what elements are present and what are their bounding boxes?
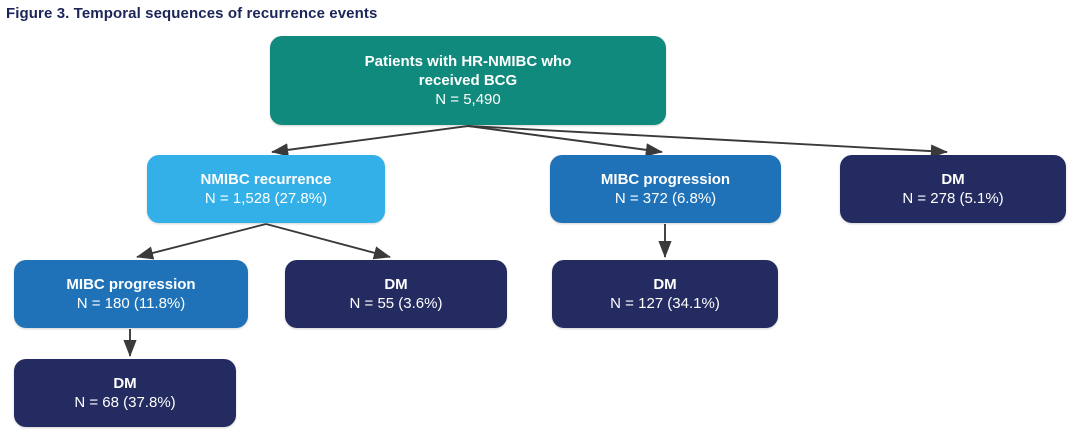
node-dm-after-recurrence[interactable]: DM N = 55 (3.6%): [285, 260, 507, 328]
node-count: N = 55 (3.6%): [349, 295, 443, 312]
node-count: N = 278 (5.1%): [902, 190, 1004, 207]
figure-title: Figure 3. Temporal sequences of recurren…: [6, 5, 378, 22]
node-count: N = 5,490: [435, 91, 501, 109]
node-count: N = 68 (37.8%): [74, 394, 176, 411]
edge-nmibc-recurrence-to-dm: [265, 223, 391, 260]
node-count: N = 180 (11.8%): [76, 295, 186, 312]
node-patients-hr-nmibc-bcg[interactable]: Patients with HR-NMIBC who received BCG …: [270, 36, 666, 125]
edge-root-to-dm-direct: [467, 125, 948, 158]
edge-root-to-mibc-progression: [467, 125, 663, 157]
node-label: NMIBC recurrence: [200, 170, 332, 188]
node-mibc-progression-after-recurrence[interactable]: MIBC progression N = 180 (11.8%): [14, 260, 248, 328]
node-dm-after-progression[interactable]: DM N = 127 (34.1%): [552, 260, 778, 328]
node-dm-after-mibc-progression[interactable]: DM N = 68 (37.8%): [14, 359, 236, 427]
edge-nmibc-recurrence-to-mibc-progression: [136, 223, 267, 260]
node-nmibc-recurrence[interactable]: NMIBC recurrence N = 1,528 (27.8%): [147, 155, 385, 223]
node-label: DM: [113, 374, 137, 392]
node-dm-direct[interactable]: DM N = 278 (5.1%): [840, 155, 1066, 223]
node-label: DM: [653, 275, 677, 293]
node-label: DM: [384, 275, 408, 293]
node-count: N = 372 (6.8%): [614, 190, 717, 207]
node-label-line2: received BCG: [418, 71, 518, 89]
edge-root-to-nmibc-recurrence: [271, 125, 469, 157]
node-count: N = 127 (34.1%): [610, 295, 720, 312]
node-label: DM: [941, 170, 965, 188]
node-count: N = 1,528 (27.8%): [204, 190, 328, 207]
node-label: MIBC progression: [66, 275, 196, 293]
node-mibc-progression[interactable]: MIBC progression N = 372 (6.8%): [550, 155, 781, 223]
node-label: MIBC progression: [600, 170, 731, 188]
node-label-line1: Patients with HR-NMIBC who: [364, 52, 572, 70]
